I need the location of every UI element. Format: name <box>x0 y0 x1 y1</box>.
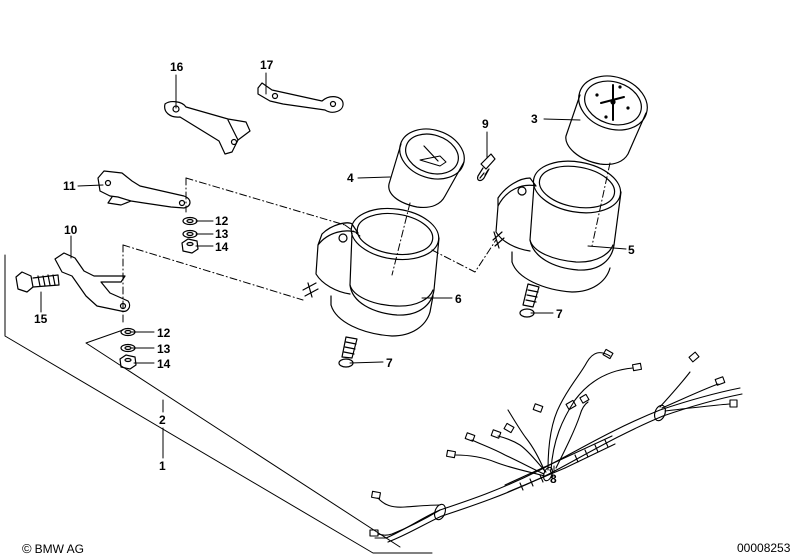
housing-part-5 <box>492 160 622 293</box>
copyright-text: BMW AG <box>34 541 84 556</box>
bulb-holder-part-9 <box>476 153 496 182</box>
callout-leaders <box>40 72 627 473</box>
assembly-lines <box>122 162 611 324</box>
callout-3: 3 <box>531 112 538 126</box>
callout-14-upper: 14 <box>215 240 229 254</box>
housing-part-6 <box>302 207 440 337</box>
callout-14-lower: 14 <box>157 357 171 371</box>
copyright-symbol: © <box>22 541 32 556</box>
callout-2: 2 <box>159 413 166 427</box>
bolt-part-15 <box>15 271 60 293</box>
callout-17: 17 <box>260 58 274 72</box>
callout-13-upper: 13 <box>215 227 229 241</box>
bracket-part-16 <box>164 101 251 155</box>
callout-6: 6 <box>455 292 462 306</box>
callout-1: 1 <box>159 459 166 473</box>
callout-13-lower: 13 <box>157 342 171 356</box>
callout-16: 16 <box>170 60 184 74</box>
callout-15: 15 <box>34 312 48 326</box>
callout-5: 5 <box>628 243 635 257</box>
callout-7-upper: 7 <box>556 307 563 321</box>
callout-8: 8 <box>550 472 557 486</box>
callout-10: 10 <box>64 223 78 237</box>
callout-11: 11 <box>63 179 76 193</box>
washer-nut-stack-upper <box>181 216 199 254</box>
group-leader-lines <box>4 254 433 554</box>
small-gauge-part-4 <box>388 128 465 209</box>
callout-4: 4 <box>347 171 354 185</box>
wiring-harness-part-8 <box>369 348 743 543</box>
bracket-part-17 <box>257 82 344 113</box>
callout-9: 9 <box>482 117 489 131</box>
callout-7-lower: 7 <box>386 356 393 370</box>
callout-12-upper: 12 <box>215 214 229 228</box>
callout-12-lower: 12 <box>157 326 171 340</box>
bracket-part-10 <box>54 252 131 312</box>
copyright-notice: © BMW AG <box>22 541 84 556</box>
bracket-part-11 <box>97 170 191 209</box>
screw-part-7-upper <box>519 283 540 318</box>
clock-gauge-part-3 <box>565 75 648 166</box>
washer-nut-stack-lower <box>119 327 137 370</box>
diagram-reference-number: 00008253 <box>737 541 791 555</box>
